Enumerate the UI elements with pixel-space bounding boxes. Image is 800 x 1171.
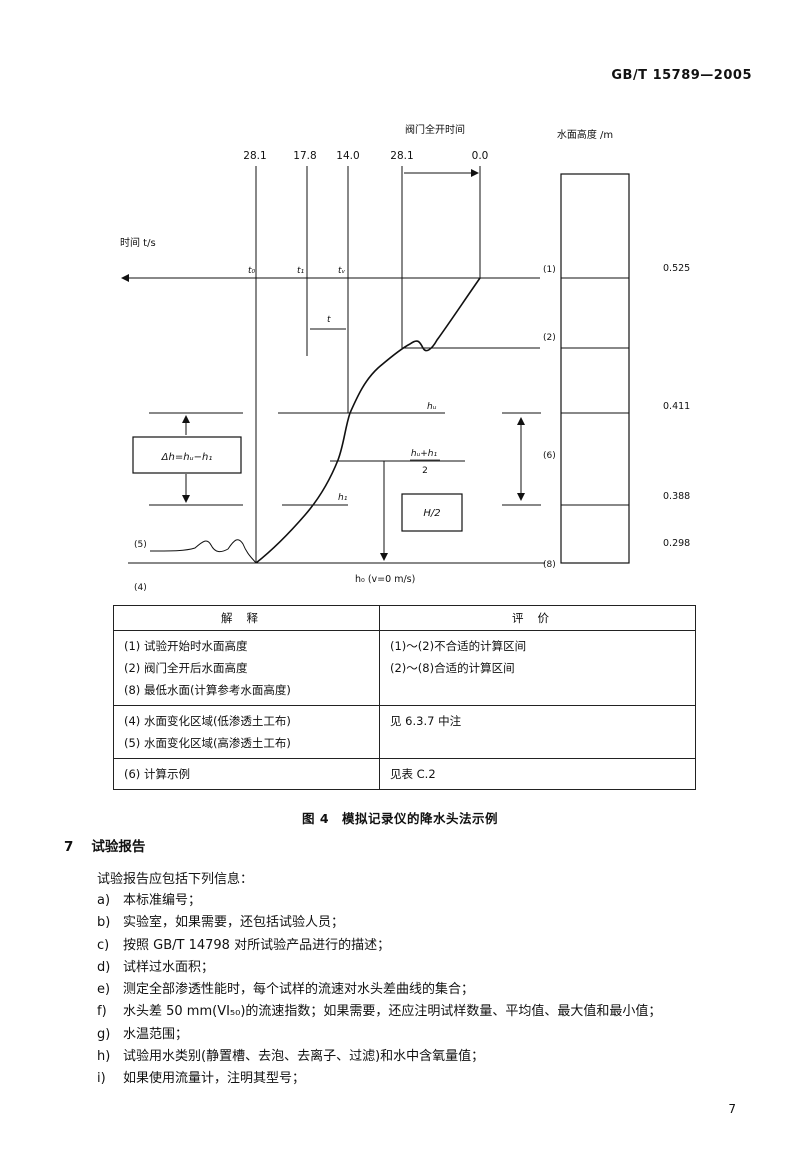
list-item: i)如果使用流量计，注明其型号； (97, 1071, 306, 1087)
tv-marker: tᵥ (338, 266, 346, 276)
table-row: (6) 计算示例 见表 C.2 (113, 758, 696, 790)
table-row: (4) 水面变化区域(低渗透土工布) (5) 水面变化区域(高渗透土工布) 见 … (113, 705, 696, 759)
level-1: (1) (543, 265, 556, 275)
eval-table-c2: 见表 C.2 (390, 767, 436, 781)
time-axis-label: 时间 t/s (120, 236, 156, 249)
table-header-explain: 解释 (113, 605, 380, 631)
height-0-298: 0.298 (663, 538, 690, 549)
water-height-label: 水面高度 /m (557, 128, 613, 141)
section-title: 试验报告 (91, 839, 146, 855)
list-item: b)实验室，如果需要，还包括试验人员； (97, 915, 345, 931)
level-6: (6) (543, 451, 556, 461)
height-0-411: 0.411 (663, 401, 690, 412)
tick-14-0: 14.0 (336, 150, 359, 162)
h-half-label: H/2 (423, 508, 440, 519)
list-item: d)试样过水面积； (97, 959, 215, 975)
mark-4: (4) (134, 583, 147, 593)
explanation-table: 解释 评价 (1) 试验开始时水面高度 (2) 阀门全开后水面高度 (8) 最低… (113, 605, 696, 790)
standard-number: GB/T 15789—2005 (611, 68, 752, 83)
explain-1: (1) 试验开始时水面高度 (124, 639, 248, 653)
valve-time-label: 阀门全开时间 (405, 123, 465, 136)
hu-label: hᵤ (427, 402, 437, 412)
table-row: (1) 试验开始时水面高度 (2) 阀门全开后水面高度 (8) 最低水面(计算参… (113, 630, 696, 706)
t-interval-label: t (327, 315, 331, 325)
explain-8: (8) 最低水面(计算参考水面高度) (124, 683, 291, 697)
h0-label: h₀ (v=0 m/s) (355, 574, 415, 585)
tick-28-1-left: 28.1 (243, 150, 266, 162)
mark-5: (5) (134, 540, 147, 550)
t1-marker: t₁ (297, 266, 305, 276)
page-number: 7 (728, 1102, 736, 1116)
list-item: a)本标准编号； (97, 893, 202, 908)
eval-2-8: (2)～(8)合适的计算区间 (390, 661, 515, 675)
h1-label: h₁ (338, 493, 348, 503)
section-number: 7 (64, 839, 74, 855)
t0-marker: t₀ (248, 266, 256, 276)
eval-note: 见 6.3.7 中注 (390, 714, 462, 728)
falling-head-figure: 阀门全开时间 水面高度 /m 28.1 17.8 14.0 28.1 0.0 时… (120, 123, 690, 593)
table-header-eval: 评价 (379, 605, 696, 631)
height-0-525: 0.525 (663, 263, 690, 274)
height-0-388: 0.388 (663, 491, 690, 502)
explain-2: (2) 阀门全开后水面高度 (124, 661, 248, 675)
tick-28-1-right: 28.1 (390, 150, 413, 162)
explain-4: (4) 水面变化区域(低渗透土工布) (124, 714, 291, 728)
explain-5: (5) 水面变化区域(高渗透土工布) (124, 736, 291, 750)
list-item: f)水头差 50 mm(VI₅₀)的流速指数；如果需要，还应注明试样数量、平均值… (97, 1004, 662, 1020)
explain-6: (6) 计算示例 (124, 767, 190, 781)
section-heading: 7 试验报告 (64, 835, 163, 855)
report-items-list: a)本标准编号； b)实验室，如果需要，还包括试验人员； c)按照 GB/T 1… (97, 890, 661, 1091)
level-2: (2) (543, 333, 556, 343)
list-item: c)按照 GB/T 14798 对所试验产品进行的描述； (97, 937, 391, 953)
section-intro: 试验报告应包括下列信息： (97, 872, 254, 887)
tick-0-0: 0.0 (472, 150, 489, 162)
level-8: (8) (543, 560, 556, 570)
figure-caption: 图 4 模拟记录仪的降水头法示例 (301, 811, 499, 826)
list-item: e)测定全部渗透性能时，每个试样的流速对水头差曲线的集合； (97, 982, 475, 998)
h-mid-denominator: 2 (422, 466, 428, 476)
h-mid-numerator: hᵤ+h₁ (411, 449, 438, 459)
eval-1-2: (1)～(2)不合适的计算区间 (390, 639, 527, 653)
tick-17-8: 17.8 (293, 150, 316, 162)
list-item: g)水温范围； (97, 1026, 189, 1042)
list-item: h)试验用水类别(静置槽、去泡、去离子、过滤)和水中含氧量值； (97, 1049, 485, 1065)
delta-h-label: Δh=hᵤ−h₁ (161, 452, 213, 463)
